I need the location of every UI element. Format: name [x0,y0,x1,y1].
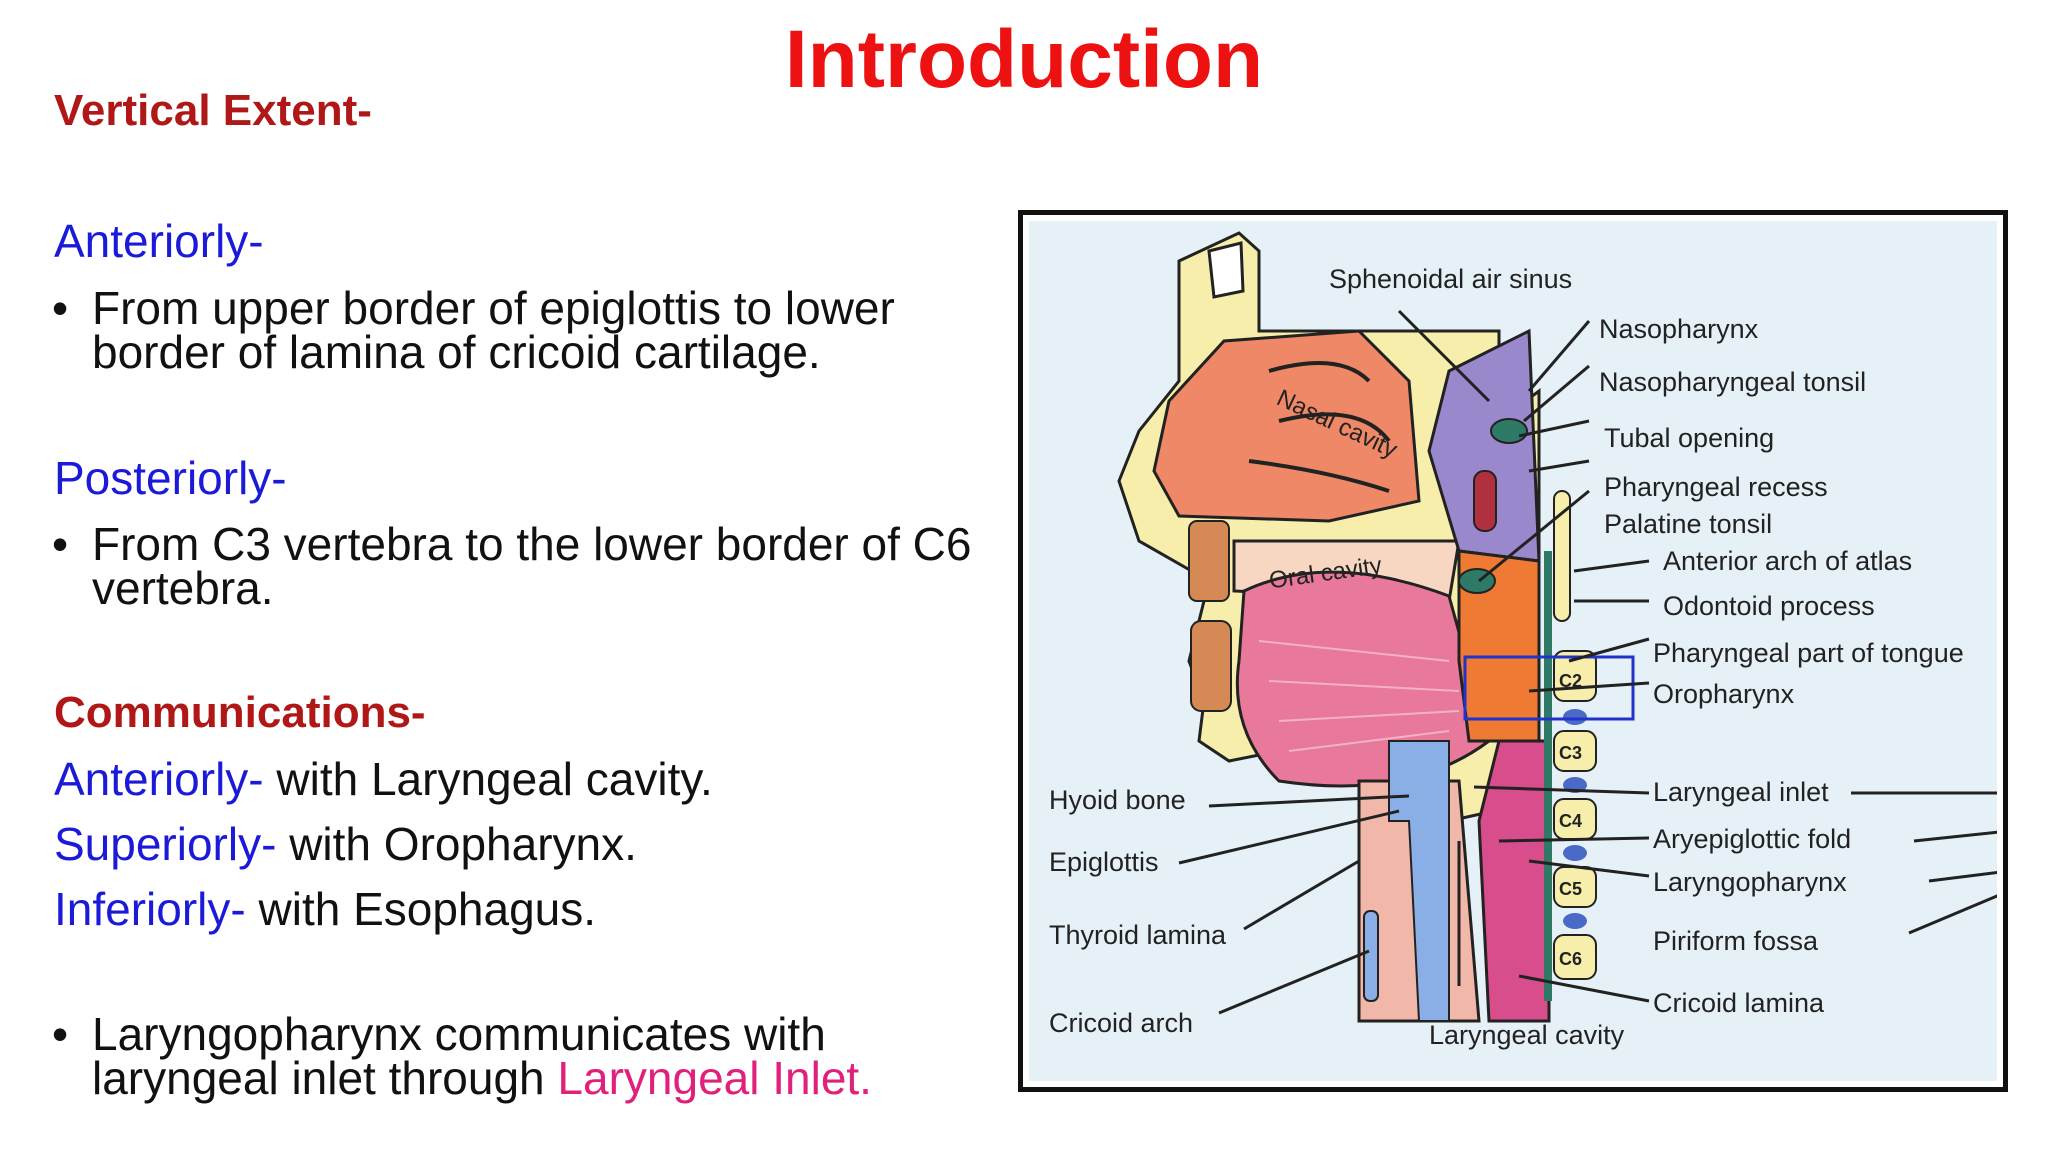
communication-inferior-text: with Esophagus. [245,883,597,935]
oropharynx-highlight-box [1463,655,1635,721]
cricoid-arch-shape [1363,910,1379,1002]
nose-cartilage-shape [1188,520,1230,602]
intervertebral-disc-shape [1563,913,1587,929]
cricoid-arch-label: Cricoid arch [1049,1008,1193,1038]
epiglottis-label: Epiglottis [1049,847,1159,877]
tongue-shape [1235,570,1491,788]
communication-inferior: Inferiorly- with Esophagus. [54,886,596,932]
vertebra-c6-shape [1553,934,1597,980]
laryngeal-inlet-highlight: Laryngeal Inlet. [557,1052,872,1104]
anterior-extent-line2: border of lamina of cricoid cartilage. [92,326,821,378]
aryepiglottic-fold-label: Aryepiglottic fold [1653,824,1851,854]
vertical-extent-heading: Vertical Extent- [54,86,372,135]
laryngeal-inlet-label: Laryngeal inlet [1653,777,1829,807]
piriform-fossa-label: Piriform fossa [1653,926,1819,956]
anterior-arch-of-atlas-label: Anterior arch of atlas [1663,546,1912,576]
posterior-extent-bullet: • From C3 vertebra to the lower border o… [52,518,972,614]
laryngopharynx-note-line2: laryngeal inlet through Laryngeal Inlet. [92,1055,872,1101]
posteriorly-label: Posteriorly- [54,452,287,504]
vertebra-label-c5: C5 [1559,879,1582,899]
pharyngeal-wall-shape [1544,551,1552,1001]
nasopharyngeal-tonsil-label: Nasopharyngeal tonsil [1599,367,1866,397]
laryngopharynx-note-prefix: laryngeal inlet through [92,1052,558,1104]
communication-superior-label: Superiorly- [54,818,277,870]
vertebra-label-c3: C3 [1559,743,1582,763]
tubal-opening-label: Tubal opening [1604,423,1774,453]
bullet-icon: • [52,282,69,334]
pharynx-figure: C2 C3 C4 C5 C6 [1018,210,2010,1092]
oropharynx-label: Oropharynx [1653,679,1795,709]
vertebra-label-c6: C6 [1559,949,1582,969]
communications-heading: Communications- [54,688,426,737]
odontoid-process-shape [1553,490,1571,622]
pharyngeal-part-of-tongue-label: Pharyngeal part of tongue [1653,638,1964,668]
laryngopharynx-note-text: Laryngopharynx communicates with larynge… [92,1008,872,1101]
vertebra-c3-shape [1553,730,1597,772]
communication-anterior: Anteriorly- with Laryngeal cavity. [54,756,713,802]
laryngopharynx-label: Laryngopharynx [1653,867,1847,897]
nasal-conchae-shape [1248,361,1391,493]
laryngeal-cavity-label: Laryngeal cavity [1429,1020,1625,1050]
posterior-extent-line1: From C3 vertebra to the lower border of … [92,518,972,570]
communication-anterior-label: Anteriorly- [54,753,264,805]
pharyngeal-recess-shape [1473,470,1497,532]
sphenoidal-sinus-shape [1207,241,1245,299]
thyroid-lamina-label: Thyroid lamina [1049,920,1227,950]
bullet-icon: • [52,518,69,570]
nasopharynx-label: Nasopharynx [1599,314,1759,344]
tongue-fibres-shape [1258,640,1460,752]
bullet-icon: • [52,1008,69,1060]
posterior-extent-text: From C3 vertebra to the lower border of … [92,518,972,614]
intervertebral-disc-shape [1563,709,1587,725]
pharyngeal-recess-label: Pharyngeal recess [1604,472,1828,502]
epiglottis-cartilage-shape [1388,740,1450,1022]
laryngopharynx-note-bullet: • Laryngopharynx communicates with laryn… [52,1008,872,1101]
anterior-extent-bullet: • From upper border of epiglottis to low… [52,282,895,378]
posterior-extent-line2: vertebra. [92,562,274,614]
cricoid-lamina-label: Cricoid lamina [1653,988,1825,1018]
page-title: Introduction [784,14,1264,105]
vertebra-label-c2: C2 [1559,671,1582,691]
tubal-opening-shape [1490,418,1528,444]
laryngopharynx-note-line1: Laryngopharynx communicates with [92,1008,826,1060]
vertebra-label-c4: C4 [1559,811,1582,831]
anteriorly-label: Anteriorly- [54,215,264,267]
lip-shape [1190,620,1232,712]
nasal-cavity-shape [1152,329,1421,523]
palatine-tonsil-label: Palatine tonsil [1604,509,1772,539]
leader-lines [1178,309,2010,1015]
communication-anterior-text: with Laryngeal cavity. [263,753,713,805]
anterior-extent-line1: From upper border of epiglottis to lower [92,282,895,334]
communication-superior-text: with Oropharynx. [276,818,637,870]
intervertebral-disc-shape [1563,845,1587,861]
odontoid-process-label: Odontoid process [1663,591,1875,621]
figure-background: C2 C3 C4 C5 C6 [1029,221,2010,1081]
sphenoidal-air-sinus-label: Sphenoidal air sinus [1329,264,1572,294]
communication-superior: Superiorly- with Oropharynx. [54,821,637,867]
communication-inferior-label: Inferiorly- [54,883,246,935]
hyoid-bone-label: Hyoid bone [1049,785,1186,815]
laryngopharynx-shape [1477,739,1551,1023]
pharynx-sagittal-diagram: C2 C3 C4 C5 C6 [1049,231,2010,1050]
anterior-extent-text: From upper border of epiglottis to lower… [92,282,895,378]
